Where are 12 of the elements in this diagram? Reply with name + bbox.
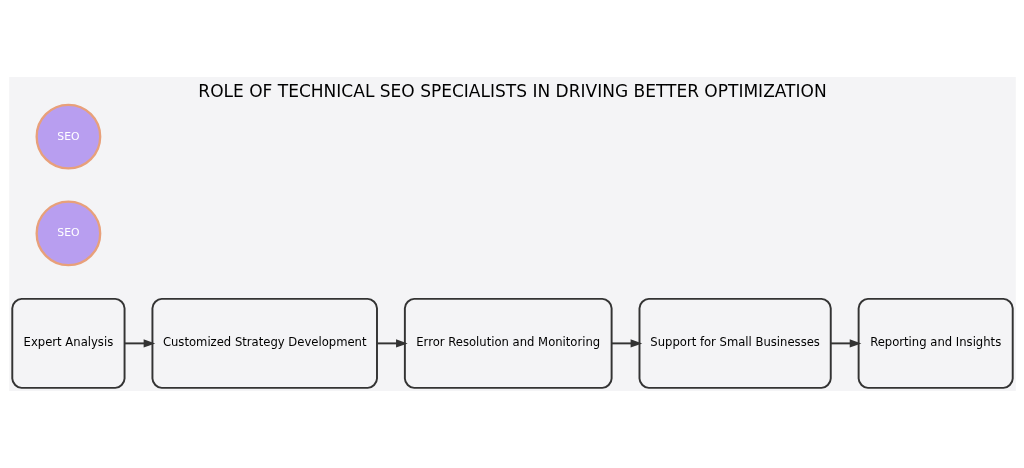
arrow — [375, 339, 408, 348]
arrow — [610, 339, 642, 348]
node-box: Expert Analysis — [10, 297, 126, 389]
label: SEO — [56, 129, 80, 143]
label: SEO — [56, 226, 80, 240]
arrow — [123, 339, 155, 348]
node-box: Customized Strategy Development — [150, 297, 378, 389]
node-box: Reporting and Insights — [857, 297, 1014, 389]
node-box: Support for Small Businesses — [638, 297, 832, 389]
diagram-title: ROLE OF TECHNICAL SEO SPECIALISTS IN DRIVING BETTER OPTIMIZATION — [197, 80, 827, 101]
arrow — [829, 339, 861, 348]
node-box: Error Resolution and Monitoring — [403, 297, 613, 389]
